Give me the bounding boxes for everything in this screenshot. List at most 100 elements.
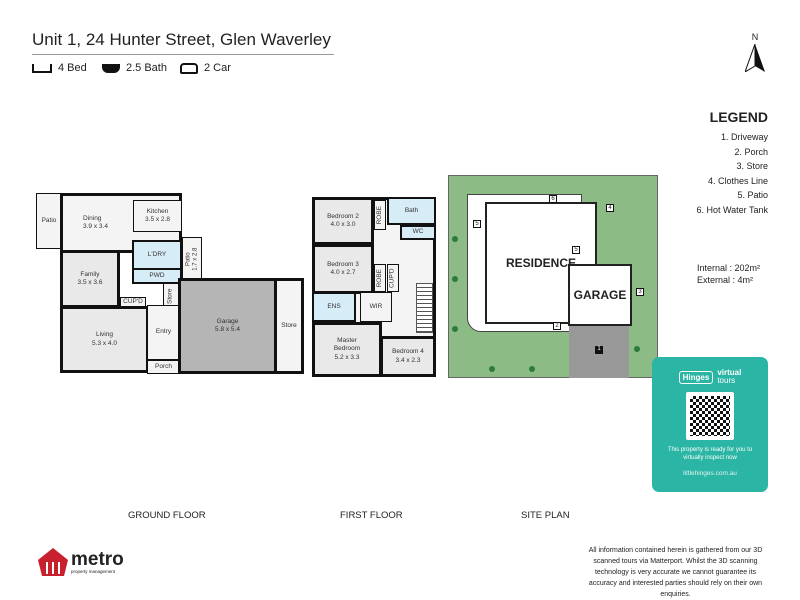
room-dimensions: 3.5 x 3.6 <box>77 279 103 286</box>
room-name: WC <box>412 228 424 236</box>
garage-block: GARAGE <box>568 264 632 326</box>
marker-hot-water-tank: 6 <box>549 195 557 203</box>
shrub-icon <box>452 236 458 242</box>
room-name: L'DRY <box>147 250 167 258</box>
legend-item: 6. Hot Water Tank <box>696 204 768 215</box>
room-name: Garage <box>216 317 239 325</box>
room-dimensions: 3.4 x 2.3 <box>395 356 421 364</box>
internal-area: Internal : 202m² <box>697 263 761 273</box>
marker-clothes-line: 4 <box>606 204 614 212</box>
marker-driveway: 1 <box>595 346 603 354</box>
tour-link[interactable]: littlehinges.com.au <box>683 470 737 477</box>
legend-item: 4. Clothes Line <box>707 175 768 186</box>
shrub-icon <box>529 366 535 372</box>
external-area: External : 4m² <box>697 275 754 285</box>
room-name: Entry <box>155 328 172 336</box>
room-name: Patio <box>41 216 57 224</box>
room-dimensions: 4.0 x 3.0 <box>330 221 356 228</box>
area-summary: Internal : 202m² External : 4m² <box>697 262 760 286</box>
metro-house-icon <box>38 548 68 576</box>
room-dimensions: 3.9 x 3.4 <box>83 223 108 230</box>
car-count: 2 Car <box>180 62 231 74</box>
room-name: Porch <box>155 362 172 370</box>
room-entry: Entry <box>147 305 180 360</box>
north-arrow-icon <box>745 44 765 72</box>
room-walk-in-robe: WIR <box>360 292 392 322</box>
residence-label: RESIDENCE <box>505 256 576 270</box>
room-powder: PWD <box>132 268 182 284</box>
room-cupboard-first: CUP'D <box>387 264 399 292</box>
site-plan-label: SITE PLAN <box>521 510 570 521</box>
staircase <box>416 283 433 333</box>
room-dimensions: 5.3 x 4.0 <box>92 339 117 347</box>
qr-code-icon[interactable] <box>686 392 734 440</box>
room-name: Bedroom 3 <box>327 260 359 268</box>
garage-label: GARAGE <box>573 288 627 302</box>
logo-subtext: property management <box>71 568 116 574</box>
room-dimensions: 1.7 x 2.8 <box>192 247 199 271</box>
bath-count: 2.5 Bath <box>102 62 167 74</box>
room-name: Store <box>166 288 174 304</box>
bed-icon <box>32 63 52 73</box>
room-robe-1: ROBE <box>374 200 386 230</box>
room-store: Store <box>274 278 304 374</box>
legend-title: LEGEND <box>709 109 768 125</box>
room-patio: Patio <box>36 193 62 249</box>
room-name: PWD <box>149 271 165 279</box>
shrub-icon <box>452 326 458 332</box>
room-name: Store <box>281 321 297 329</box>
brand-name: Hinges <box>682 372 710 382</box>
brand-tag-virtual: virtual <box>717 368 742 377</box>
marker-patio: 5 <box>473 220 481 228</box>
tour-description: This property is ready for you to virtua… <box>667 447 753 461</box>
room-wc: WC <box>400 225 436 240</box>
room-name: CUP'D <box>123 298 143 306</box>
legend-item: 5. Patio <box>737 190 768 200</box>
logo-text: metro <box>71 548 124 570</box>
ground-floor-label: GROUND FLOOR <box>128 510 206 521</box>
marker-patio-2: 5 <box>572 246 580 254</box>
marker-store: 3 <box>636 288 644 296</box>
north-label: N <box>751 32 759 42</box>
property-address: Unit 1, 24 Hunter Street, Glen Waverley <box>32 30 331 49</box>
bed-count: 4 Bed <box>32 62 87 74</box>
bath-icon <box>102 63 120 73</box>
first-floor-label: FIRST FLOOR <box>340 510 403 521</box>
car-icon <box>180 62 198 74</box>
hinges-logo: Hinges <box>678 370 714 384</box>
divider <box>32 54 334 55</box>
room-dimensions: 5.8 x 5.4 <box>215 326 240 333</box>
legend-item: 3. Store <box>736 161 768 171</box>
legend-list: 1. Driveway 2. Porch 3. Store 4. Clothes… <box>696 130 768 217</box>
room-bath: Bath <box>387 197 436 225</box>
room-name: Patio <box>184 252 191 266</box>
room-name: Dining <box>83 214 102 222</box>
room-name: Kitchen <box>146 207 169 215</box>
room-name: ROBE <box>375 205 383 225</box>
room-dimensions: 4.0 x 2.7 <box>330 269 356 276</box>
room-name: Living <box>96 331 113 339</box>
disclaimer: All information contained herein is gath… <box>588 547 763 598</box>
brand-tag-tours: tours <box>717 376 736 385</box>
site-plan: RESIDENCE GARAGE 1 2 3 4 5 5 6 <box>448 175 658 378</box>
room-robe-2: ROBE <box>374 264 386 292</box>
room-name: ENS <box>327 302 341 310</box>
room-name: Master Bedroom <box>333 336 361 353</box>
shrub-icon <box>634 346 640 352</box>
shrub-icon <box>452 276 458 282</box>
car-label: 2 Car <box>204 62 231 74</box>
room-porch: Porch <box>147 360 180 374</box>
room-dimensions: 5.2 x 3.3 <box>334 353 360 361</box>
room-name: Bedroom 2 <box>327 212 359 220</box>
room-name: ROBE <box>375 268 383 288</box>
